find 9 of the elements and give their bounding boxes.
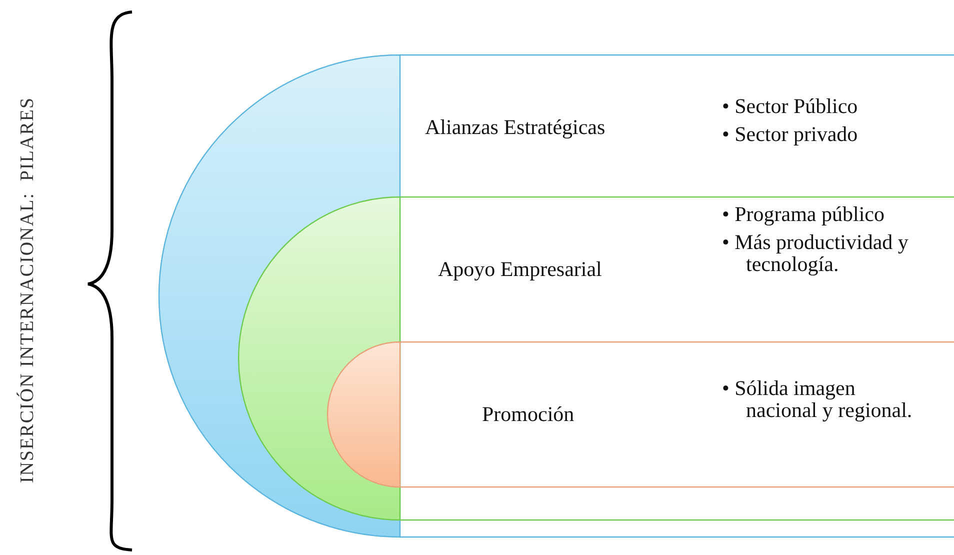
bullet-item: • Programa público: [722, 203, 886, 225]
band-heading: Promoción: [482, 402, 574, 427]
vertical-title: INSERCIÓN INTERNACIONAL: PILARES: [17, 96, 39, 484]
band-heading: Apoyo Empresarial: [438, 257, 602, 282]
bullet-item: • Sector privado: [722, 123, 859, 145]
bullet-item: • Sector Público: [722, 95, 859, 117]
bullet-item: • Más productividad y tecnología.: [722, 231, 910, 275]
band-heading: Alianzas Estratégicas: [425, 115, 606, 140]
bullet-item: • Sólida imagen nacional y regional.: [722, 377, 914, 421]
